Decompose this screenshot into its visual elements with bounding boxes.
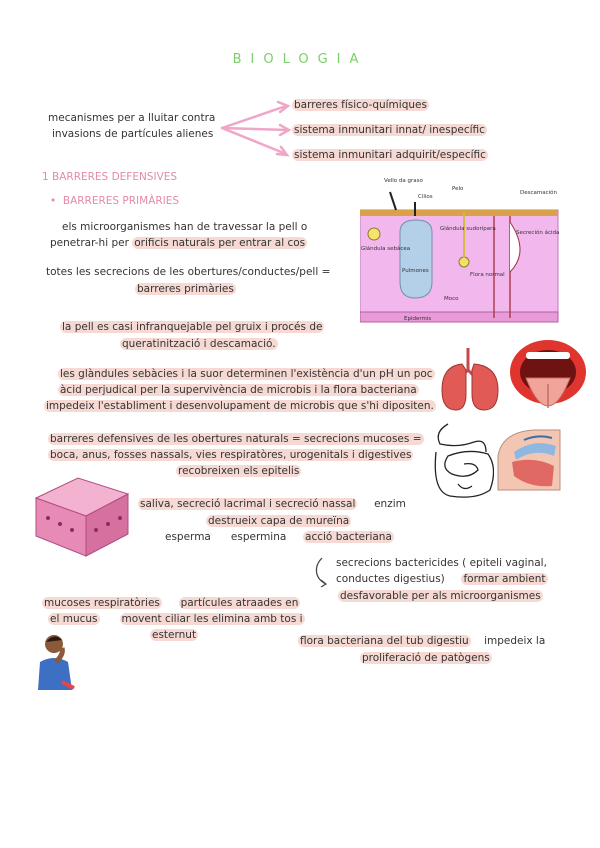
p1-line-1: els microorganismes han de travessar la …: [62, 221, 308, 233]
svg-text:Secreción ácida: Secreción ácida: [516, 229, 559, 236]
intro-line-1: mecanismes per a lluitar contra: [48, 112, 216, 124]
p5-line-2: boca, anus, fosses nassals, vies respira…: [48, 449, 414, 461]
curved-arrow-icon: [315, 557, 328, 588]
p7-line-3: desfavorable per als microorganismes: [338, 590, 543, 602]
intro-line-2: invasions de partícules alienes: [52, 128, 214, 140]
person-coughing-illustration: [38, 635, 75, 690]
branch-arrows: [220, 100, 292, 157]
p4-line-1: les glàndules sebàcies i la suor determi…: [58, 368, 435, 380]
p8-line-2: el mucus movent ciliar les elimina amb t…: [48, 613, 305, 625]
branch-innate-immune: sistema inmunitari innat/ inespecífic: [292, 124, 487, 136]
skin-barrier-diagram: Vello da graso Cilios Glándula sebácea G…: [360, 178, 559, 323]
epithelium-illustration: [34, 477, 130, 557]
mouth-illustration: [510, 340, 586, 408]
p4-line-3: impedeix l'establiment i desenvolupament…: [44, 400, 436, 412]
page-title: BIOLOGIA: [232, 52, 368, 67]
p8-line-3: esternut: [150, 629, 199, 641]
p6-line-3: esperma espermina acció bacteriana: [165, 531, 394, 543]
p2-line-1: totes les secrecions de les obertures/co…: [46, 266, 331, 278]
p5-line-1: barreres defensives de les obertures nat…: [48, 433, 424, 445]
svg-text:Descamación: Descamación: [520, 189, 558, 196]
p4-line-2: àcid perjudical per la supervivència de …: [58, 384, 419, 396]
p6-line-1: saliva, secreció lacrimal i secreció nas…: [138, 498, 406, 510]
p6-line-2: destrueix capa de mureïna: [206, 515, 352, 527]
svg-text:Moco: Moco: [444, 296, 459, 302]
bullet-icon: •: [50, 195, 63, 207]
p7-line-2: conductes digestius) formar ambient: [336, 573, 548, 585]
p3-line-1: la pell es casi infranquejable pel gruix…: [60, 321, 325, 333]
p8-line-1: mucoses respiratòries partícules atraade…: [42, 597, 301, 609]
svg-text:Pelo: Pelo: [452, 186, 464, 192]
nasal-cavity-illustration: [494, 426, 562, 492]
p2-line-2: barreres primàries: [135, 283, 236, 295]
branch-physicochemical: barreres físico-químiques: [292, 99, 429, 111]
svg-text:Flora normal: Flora normal: [470, 272, 505, 278]
p5-line-3: recobreixen els epitelis: [176, 465, 302, 477]
section-heading: 1 BARRERES DEFENSIVES: [42, 171, 178, 183]
svg-text:Glándula sebácea: Glándula sebácea: [361, 245, 410, 252]
svg-text:Pulmones: Pulmones: [402, 268, 429, 274]
branch-acquired-immune: sistema inmunitari adquirit/específic: [292, 149, 488, 161]
svg-text:Glándula sudoríparа: Glándula sudoríparа: [440, 225, 496, 232]
svg-text:Cilios: Cilios: [418, 194, 433, 200]
intestines-illustration: [434, 423, 495, 498]
p7-line-1: secrecions bactericides ( epiteli vagina…: [336, 557, 547, 569]
svg-text:Epidermis: Epidermis: [404, 316, 431, 322]
lungs-illustration: [441, 348, 499, 411]
p3-line-2: queratinització i descamació.: [120, 338, 278, 350]
p9-line-1: flora bacteriana del tub digestiu impede…: [298, 635, 546, 647]
label-hair-vellus: Vello da graso: [384, 178, 423, 184]
section-subheading: • BARRERES PRIMÀRIES: [50, 195, 180, 207]
p9-line-2: proliferació de patògens: [360, 652, 492, 664]
p1-line-2: penetrar-hi per orificis naturals per en…: [50, 237, 308, 249]
